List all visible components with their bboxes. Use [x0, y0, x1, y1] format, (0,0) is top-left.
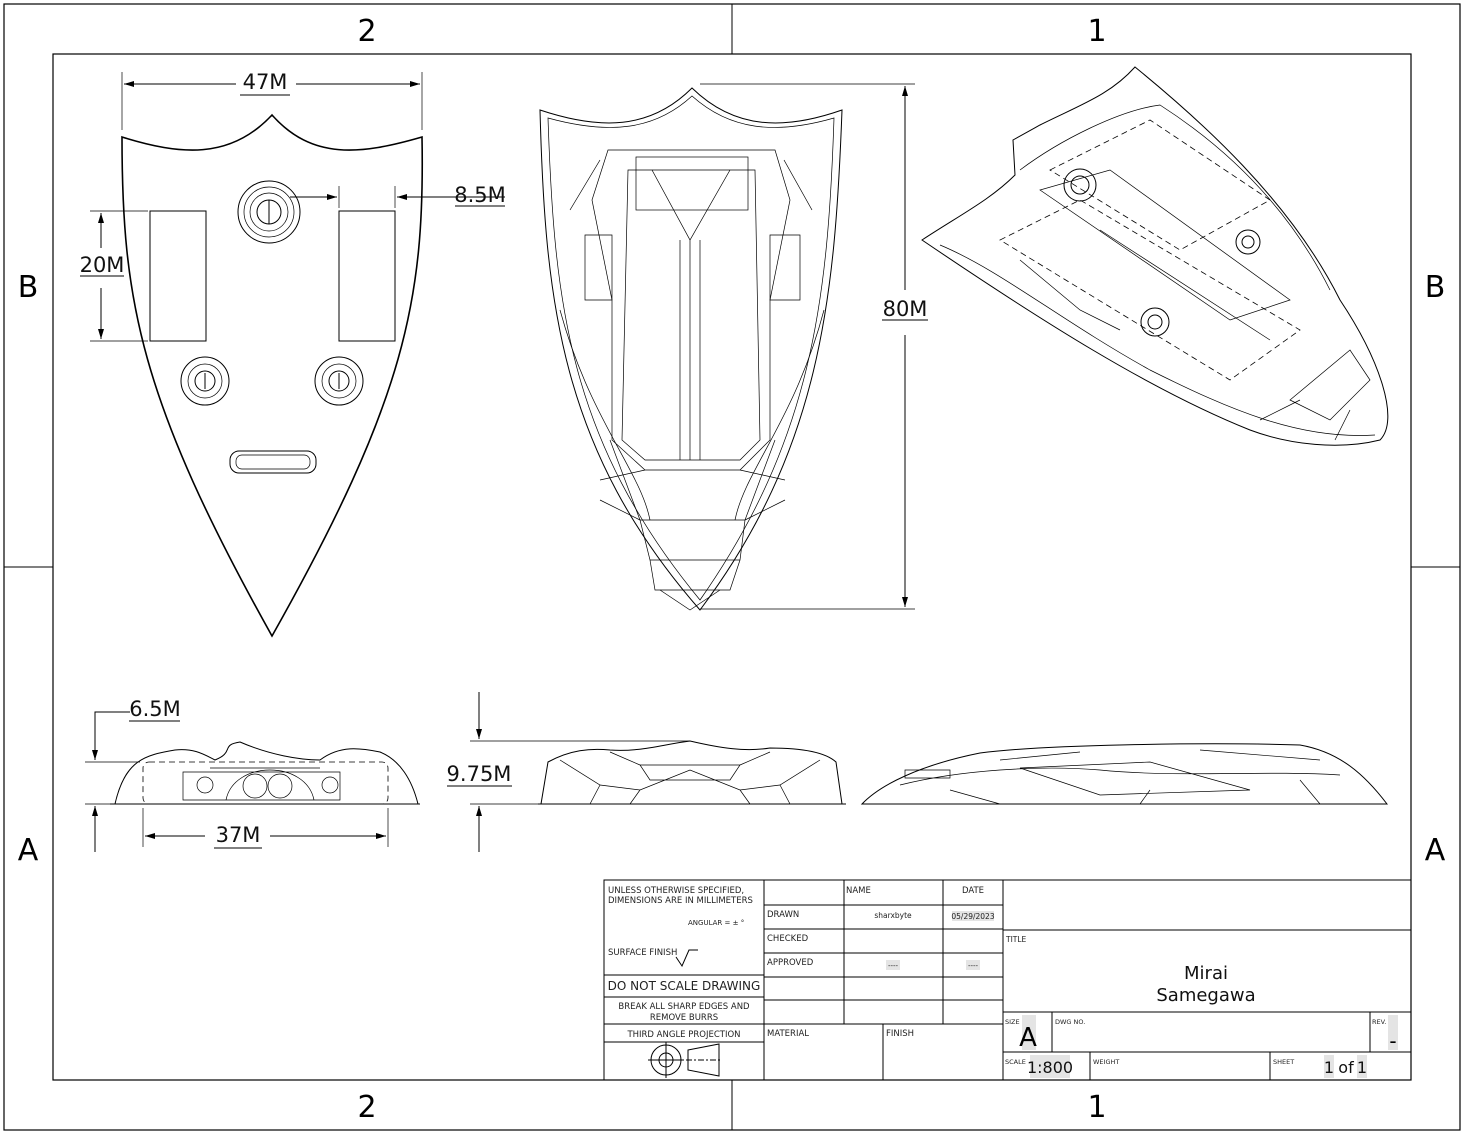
outer-border	[3, 3, 1461, 1131]
dim-9-75m: 9.75M	[447, 762, 512, 786]
zone-label-right-b: B	[1425, 270, 1446, 305]
note-dimensions-mm: DIMENSIONS ARE IN MILLIMETERS	[608, 896, 753, 906]
note-unless-specified: UNLESS OTHERWISE SPECIFIED,	[608, 886, 744, 896]
dim-47m: 47M	[243, 70, 288, 94]
drawn-name: sharxbyte	[874, 911, 912, 920]
title-label: TITLE	[1005, 935, 1027, 944]
zone-label-left-a: A	[18, 833, 39, 868]
note-break-edges-2: REMOVE BURRS	[650, 1013, 718, 1023]
surface-finish-symbol-icon	[675, 949, 698, 968]
dimension-slot-height	[80, 210, 148, 342]
side-view	[110, 741, 420, 805]
sheet-total: 1	[1357, 1058, 1367, 1077]
finish-label: FINISH	[886, 1029, 914, 1039]
header-name: NAME	[846, 886, 871, 896]
approved-date: ----	[968, 962, 979, 970]
zone-label-top-1: 1	[1087, 14, 1106, 49]
scale-value: 1:800	[1027, 1058, 1073, 1077]
dim-8-5m: 8.5M	[454, 183, 506, 207]
note-do-not-scale: DO NOT SCALE DRAWING	[608, 979, 761, 993]
note-break-edges-1: BREAK ALL SHARP EDGES AND	[618, 1002, 750, 1012]
size-value: A	[1019, 1023, 1037, 1053]
front-elevation-view	[538, 740, 846, 805]
boss-top	[237, 180, 301, 244]
zone-label-bottom-1: 1	[1087, 1090, 1106, 1125]
zone-label-right-a: A	[1425, 833, 1446, 868]
dimension-side-top-height	[85, 711, 180, 852]
title-line-1: Mirai	[1184, 963, 1228, 984]
dimension-side-width	[142, 808, 389, 849]
third-angle-projection-icon	[648, 1042, 722, 1078]
dim-20m: 20M	[80, 253, 125, 277]
isometric-view	[921, 66, 1389, 446]
zone-ticks	[4, 4, 1460, 1130]
zone-label-top-2: 2	[357, 14, 376, 49]
dimension-front-height	[447, 692, 690, 852]
zone-label-left-b: B	[18, 270, 39, 305]
boss-left	[180, 356, 230, 406]
weight-label: WEIGHT	[1093, 1058, 1119, 1066]
row-label-drawn: DRAWN	[767, 910, 799, 920]
material-label: MATERIAL	[767, 1029, 809, 1039]
bottom-view	[121, 113, 424, 638]
boss-right	[314, 356, 364, 406]
side-elevation-view	[860, 743, 1389, 805]
scale-label: SCALE	[1005, 1058, 1026, 1066]
dimension-slot-offset	[290, 186, 505, 208]
title-block	[603, 879, 1412, 1081]
title-line-2: Samegawa	[1156, 985, 1255, 1006]
dwg-no-label: DWG NO.	[1055, 1018, 1085, 1026]
top-view	[539, 87, 843, 611]
zone-label-bottom-2: 2	[357, 1090, 376, 1125]
sheet-of: of	[1338, 1058, 1354, 1077]
approved-name: ----	[888, 962, 899, 970]
dim-80m: 80M	[883, 297, 928, 321]
note-angular: ANGULAR = ± °	[688, 919, 744, 927]
rev-value: -	[1389, 1029, 1396, 1053]
size-label: SIZE	[1005, 1018, 1020, 1026]
note-projection: THIRD ANGLE PROJECTION	[626, 1030, 740, 1040]
dim-6-5m: 6.5M	[129, 697, 181, 721]
row-label-checked: CHECKED	[767, 934, 809, 944]
sheet-label: SHEET	[1273, 1058, 1294, 1066]
note-surface-finish: SURFACE FINISH	[608, 948, 677, 958]
dimension-top-length	[700, 83, 928, 610]
dimension-front-width	[121, 72, 423, 130]
drawn-date: 05/29/2023	[951, 912, 994, 921]
dim-37m: 37M	[216, 823, 261, 847]
sheet-current: 1	[1324, 1058, 1334, 1077]
row-label-approved: APPROVED	[767, 958, 814, 968]
rev-label: REV.	[1372, 1018, 1386, 1026]
header-date: DATE	[962, 886, 984, 896]
